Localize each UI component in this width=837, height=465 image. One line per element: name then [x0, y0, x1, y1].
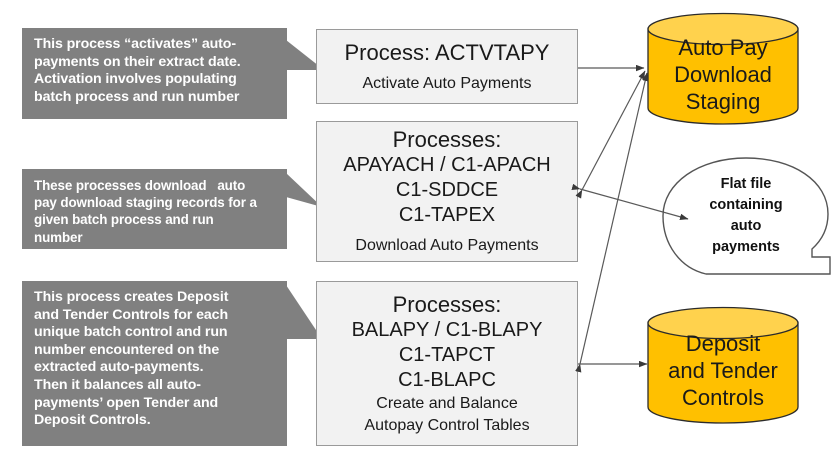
download-callout: These processes download auto pay downlo…: [22, 169, 287, 249]
process-code: BALAPY / C1-BLAPY: [351, 318, 543, 341]
cylinder-auto-pay-download-staging[interactable]: Auto Pay Download Staging: [647, 12, 799, 125]
flat-file-label: Flat file containing auto payments: [660, 174, 832, 258]
cylinder-label-line: Staging: [685, 89, 761, 114]
process-description: Activate Auto Payments: [362, 74, 532, 92]
callout-line: batch process and run number: [34, 88, 240, 105]
process-heading: Processes:: [392, 127, 502, 152]
cylinder-label-line: Deposit: [685, 331, 761, 356]
callout-line: and Tender Controls for each: [34, 306, 229, 323]
flat-file-label-line: auto: [730, 218, 762, 234]
callout-line: payments on their extract date.: [34, 53, 241, 70]
cylinder-label: Deposit and Tender Controls: [647, 330, 799, 411]
process-code: C1-TAPCT: [398, 343, 496, 366]
cylinder-label-line: Download: [674, 62, 772, 87]
process-heading: Process: ACTVTAPY: [344, 39, 550, 65]
balance-callout: This process creates Deposit and Tender …: [22, 281, 287, 446]
callout-line: Deposit Controls.: [34, 412, 151, 429]
callout-line: extracted auto-payments.: [34, 359, 204, 376]
process-box-download[interactable]: Processes: APAYACH / C1-APACH C1-SDDCE C…: [316, 121, 578, 262]
process-description: Create and Balance: [376, 394, 518, 412]
callout-line: unique batch control and run: [34, 324, 228, 341]
callout-line: These processes download auto: [34, 178, 246, 193]
callout-line: This process creates Deposit: [34, 289, 229, 305]
cylinder-deposit-and-tender-controls[interactable]: Deposit and Tender Controls: [647, 306, 799, 426]
callout-line: Then it balances all auto-: [34, 376, 201, 393]
process-code: C1-TAPEX: [398, 204, 496, 226]
arrow-balance-to-staging: [575, 72, 649, 373]
cylinder-label-line: Controls: [682, 385, 764, 410]
cylinder-label-line: Auto Pay: [678, 35, 768, 60]
callout-line: pay download staging records for a: [34, 195, 257, 211]
callout-line: This process “activates” auto-: [34, 36, 236, 52]
callout-line: number: [34, 229, 83, 245]
process-description: Autopay Control Tables: [364, 416, 530, 434]
callout-line: number encountered on the: [34, 341, 220, 358]
process-box-activate[interactable]: Process: ACTVTAPY Activate Auto Payments: [316, 29, 578, 104]
process-code: APAYACH / C1-APACH: [343, 154, 551, 176]
cylinder-shape: [647, 306, 799, 424]
callout-line: payments’ open Tender and: [34, 394, 219, 411]
balance-callout-tail: [286, 285, 322, 339]
flat-file-label-line: containing: [709, 197, 783, 213]
activate-callout: This process “activates” auto- payments …: [22, 28, 287, 119]
cylinder-label: Auto Pay Download Staging: [647, 34, 799, 115]
download-callout-tail: [286, 173, 322, 207]
flat-file-label-line: Flat file: [720, 176, 772, 192]
callout-line: Activation involves populating: [34, 71, 237, 88]
process-code: C1-BLAPC: [398, 368, 496, 391]
flat-file-label-line: payments: [712, 239, 780, 255]
process-description: Download Auto Payments: [355, 237, 539, 254]
cylinder-shape: [647, 12, 799, 125]
cylinder-label-line: and Tender: [668, 358, 778, 383]
arrow-download-to-staging: [575, 70, 646, 199]
callout-line: given batch process and run: [34, 212, 214, 228]
activate-callout-tail: [286, 40, 324, 70]
process-code: C1-SDDCE: [395, 179, 499, 201]
process-heading: Processes:: [392, 291, 502, 317]
